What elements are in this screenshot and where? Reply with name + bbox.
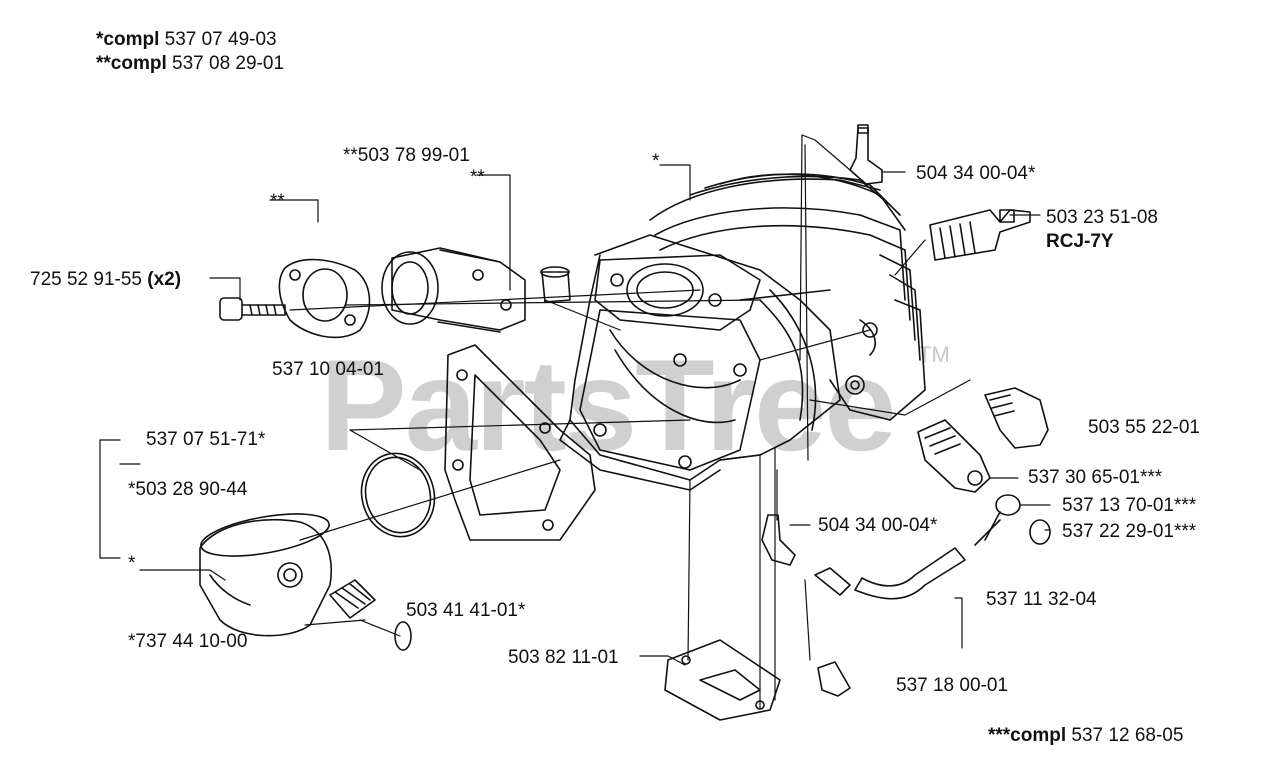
compl-note-1-prefix: *compl [96,29,160,50]
exhaust-gasket-illustration [444,344,596,541]
compl-note-1-number: 537 07 49-03 [164,29,277,50]
label-537-10-04-01[interactable]: 537 10 04-01 [272,359,384,380]
circlip-illustration [394,621,412,651]
label-503-41-41-01[interactable]: 503 41 41-01* [406,600,526,621]
needle-bearing-illustration [329,579,376,619]
valve-cap-illustration [984,387,1049,449]
bolt-illustration [219,297,286,321]
label-504-34-00-04-top[interactable]: 504 34 00-04* [916,163,1036,184]
piston-ring-illustration [360,452,436,538]
elbow-nipple-lower-illustration [761,514,796,566]
label-503-28-90-44[interactable]: *503 28 90-44 [128,479,248,500]
label-537-11-32-04[interactable]: 537 11 32-04 [986,589,1097,610]
label-737-44-10-00[interactable]: *737 44 10-00 [128,631,248,652]
leader-lines [99,134,1051,709]
label-star2-gasket: ** [270,191,285,212]
label-537-22-29-01[interactable]: 537 22 29-01*** [1062,521,1197,542]
cylinder-illustration [559,173,926,491]
fuel-nipple-illustration [814,567,851,596]
banjo-fitting-illustration [984,494,1051,545]
fuel-filter-illustration [817,661,851,697]
label-503-82-11-01[interactable]: 503 82 11-01 [508,647,619,668]
piston-illustration [199,513,332,637]
intake-gasket-illustration [278,258,371,339]
spark-plug-illustration [929,209,1031,261]
label-503-55-22-01[interactable]: 503 55 22-01 [1088,417,1200,438]
hose-illustration [854,519,1001,600]
bushing-illustration [540,266,571,303]
compl-note-2-number: 537 08 29-01 [172,53,285,74]
intake-manifold-illustration [381,247,526,333]
compl-note-3-prefix: ***compl [988,725,1067,746]
bottom-gasket-illustration [664,639,781,721]
compl-note-2-prefix: **compl [96,53,167,74]
compl-note-2: **compl 537 08 29-01 [96,54,284,73]
label-504-34-00-04-lower[interactable]: 504 34 00-04* [818,515,938,536]
label-725-52-91-55-qty: (x2) [147,269,182,290]
compl-note-1: *compl 537 07 49-03 [96,30,277,49]
label-537-18-00-01[interactable]: 537 18 00-01 [896,675,1008,696]
label-725-52-91-55[interactable]: 725 52 91-55 (x2) [30,270,181,289]
label-537-30-65-01[interactable]: 537 30 65-01*** [1028,467,1163,488]
label-537-13-70-01[interactable]: 537 13 70-01*** [1062,495,1197,516]
decompression-valve-illustration [917,419,991,493]
label-star1-piston: * [128,553,136,574]
label-star1-cylinder: * [652,151,660,172]
compl-note-3: ***compl 537 12 68-05 [988,726,1183,745]
label-503-78-99-01[interactable]: **503 78 99-01 [343,145,470,166]
label-star2-manifold: ** [470,167,485,188]
compl-note-3-number: 537 12 68-05 [1071,725,1184,746]
label-725-52-91-55-number: 725 52 91-55 [30,269,142,290]
elbow-nipple-top-illustration [849,124,883,185]
label-503-23-51-08[interactable]: 503 23 51-08 [1046,207,1158,228]
label-rcj-7y: RCJ-7Y [1046,231,1114,252]
label-537-07-51-71[interactable]: 537 07 51-71* [146,429,266,450]
